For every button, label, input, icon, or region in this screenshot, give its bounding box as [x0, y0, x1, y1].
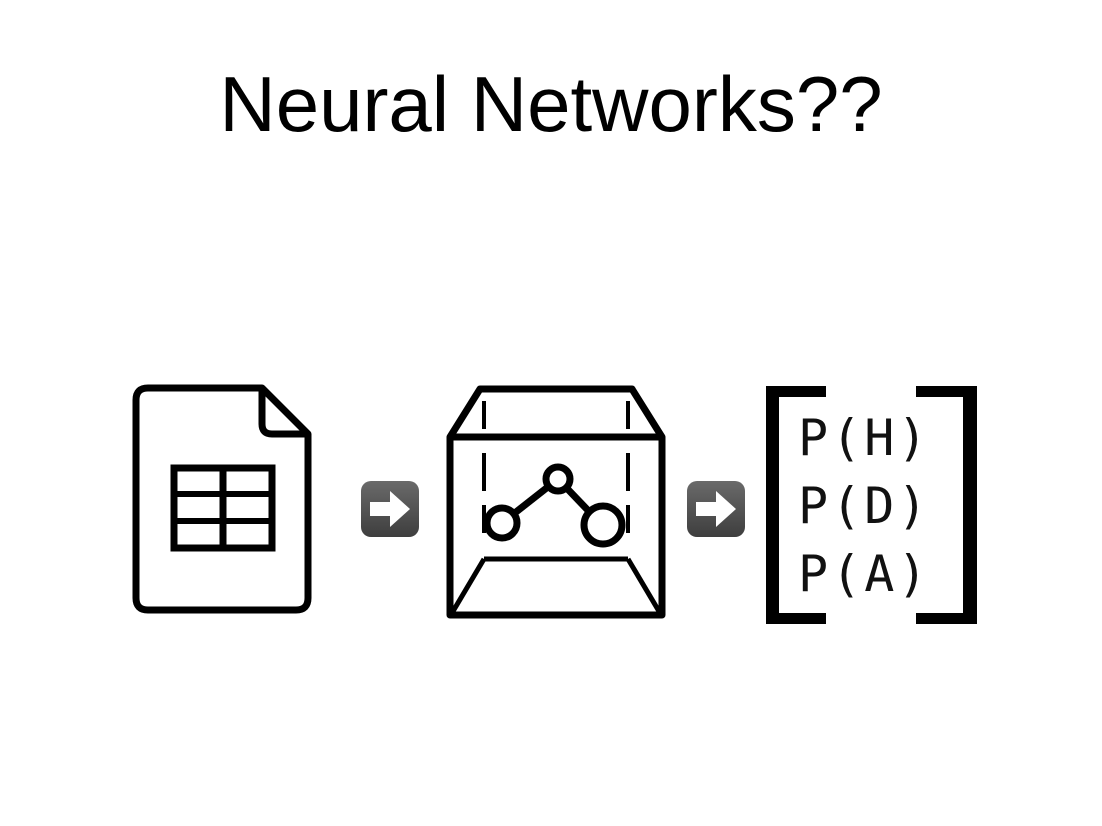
output-probability-a: P(A) — [798, 545, 931, 603]
page-title: Neural Networks?? — [219, 60, 883, 148]
spreadsheet-file-icon — [132, 384, 314, 616]
output-probability-h: P(H) — [798, 409, 931, 467]
output-probability-d: P(D) — [798, 477, 931, 535]
output-probabilities: P(H) P(D) P(A) — [798, 404, 948, 608]
probability-vector-icon — [766, 386, 978, 624]
arrow-right-icon — [686, 480, 746, 538]
arrow-right-icon — [360, 480, 420, 538]
model-box-icon — [444, 383, 668, 623]
